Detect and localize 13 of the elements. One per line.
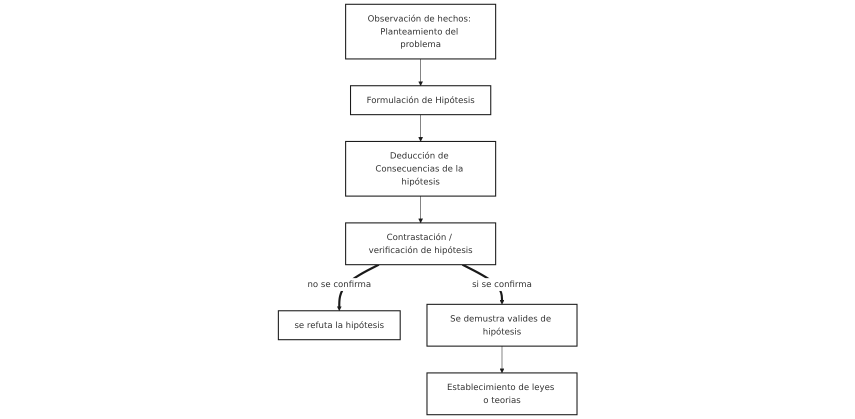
node-box: Deducción de Consecuencias de la hipótesis — [344, 140, 496, 197]
arrow — [418, 114, 423, 142]
node-box: Observación de hechos: Planteamiento del problema — [344, 4, 496, 60]
arrow — [418, 58, 423, 86]
edge-label: si se confirma — [472, 279, 532, 290]
arrow — [499, 346, 504, 374]
node-box: Se demustra valides de hipótesis — [426, 304, 578, 347]
node-box: Formulación de Hipótesis — [350, 85, 492, 116]
node-box: se refuta la hipótesis — [278, 310, 401, 340]
node-box: Establecimiento de leyes o teorias — [426, 372, 578, 416]
arrow — [418, 196, 423, 224]
edge-label: no se confirma — [307, 279, 371, 290]
node-box: Contrastación / verificación de hipótesis — [344, 222, 496, 266]
